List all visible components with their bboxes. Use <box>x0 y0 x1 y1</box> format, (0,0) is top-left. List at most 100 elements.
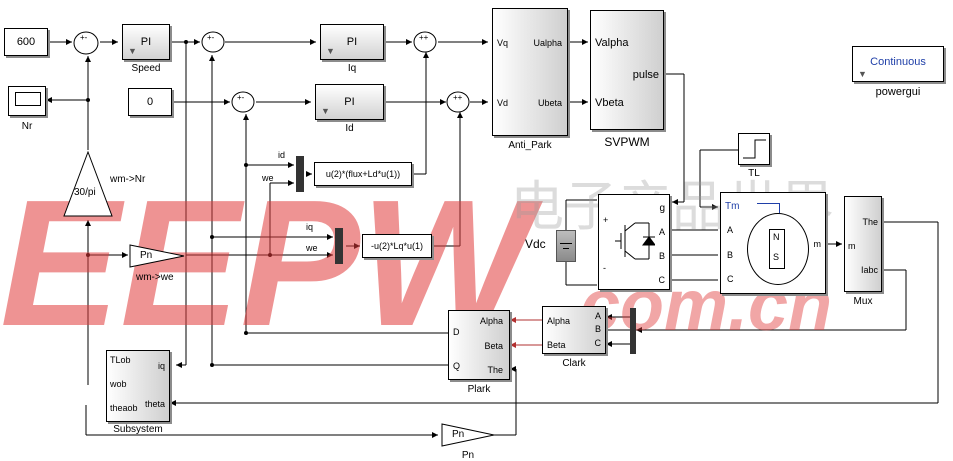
constant-0-block[interactable]: 0 <box>128 88 172 116</box>
iq-caption: Iq <box>347 63 357 74</box>
inverter-b-port: B <box>658 251 665 261</box>
vdc-caption: Vdc <box>525 237 546 251</box>
vdc-source-block[interactable] <box>556 230 576 262</box>
powergui-mode: Continuous <box>870 56 926 68</box>
clark-block[interactable]: A B C Alpha Beta <box>542 306 606 354</box>
subsystem-theaob-port: theaob <box>110 403 138 413</box>
clark-c-port: C <box>594 338 602 348</box>
constant-600-block[interactable]: 600 <box>4 28 48 56</box>
igbt-diode-icon <box>615 222 655 260</box>
anti-park-caption: Anti_Park <box>508 140 552 151</box>
park-d-port: D <box>453 327 460 337</box>
gain-pn-block[interactable] <box>128 243 186 269</box>
inverter-c-port: C <box>658 275 666 285</box>
anti-park-vq-port: Vq <box>497 38 509 48</box>
svpwm-vbeta-port: Vbeta <box>595 97 624 109</box>
inverter-bridge-block[interactable]: g A B C + - <box>598 194 670 290</box>
inverter-g-port: g <box>659 203 665 214</box>
inverter-a-port: A <box>658 227 665 237</box>
pi-iq-block[interactable]: PI ▼ <box>320 24 384 60</box>
signal-id-label: id <box>278 150 286 160</box>
clark-alpha-port: Alpha <box>547 316 571 326</box>
park-q-port: Q <box>453 361 461 371</box>
motor-m-port: m <box>813 239 822 249</box>
nr-scope-block[interactable] <box>8 86 46 116</box>
pi-iq-label: PI <box>346 36 358 48</box>
svpwm-valpha-port: Valpha <box>595 37 629 49</box>
anti-park-block[interactable]: Vq Vd Ualpha Ubeta <box>492 8 568 136</box>
id-error-sum[interactable] <box>230 90 256 114</box>
nr-caption: Nr <box>21 121 33 132</box>
subsystem-iq-port: iq <box>157 361 165 371</box>
mux-m-port: m <box>848 241 856 251</box>
gain-pn-bottom-block[interactable] <box>440 422 496 448</box>
park-the-port: The <box>487 365 503 375</box>
park-block[interactable]: Alpha Beta The D Q <box>448 310 510 380</box>
scope-screen-icon <box>15 92 41 106</box>
gain-pn-bottom-value: Pn <box>452 429 465 440</box>
fcn-flux-block[interactable]: u(2)*(flux+Ld*u(1)) <box>314 162 412 186</box>
speed-error-sum[interactable] <box>72 30 100 56</box>
inverter-plus-port: + <box>603 215 609 225</box>
gain-pn-value: Pn <box>140 250 153 261</box>
pi-id-block[interactable]: PI ▼ <box>315 84 384 120</box>
gain-30-pi-value: 30/pi <box>74 187 96 198</box>
signal-we-label-2: we <box>306 243 318 253</box>
constant-0-value: 0 <box>146 96 154 108</box>
plark-caption: Plark <box>467 384 491 395</box>
clark-caption: Clark <box>562 358 586 369</box>
measurement-mux-block[interactable]: m The Iabc <box>844 196 882 292</box>
park-alpha-port: Alpha <box>479 316 503 326</box>
inverter-minus-port: - <box>603 263 606 273</box>
fcn-lq-block[interactable]: -u(2)*Lq*u(1) <box>362 234 432 258</box>
powergui-block[interactable]: Continuous ▼ <box>852 46 944 82</box>
tm-underline-tick <box>779 203 780 213</box>
tl-caption: TL <box>748 168 760 179</box>
observer-subsystem-block[interactable]: TLob wob theaob iq theta <box>106 350 170 422</box>
mask-arrow-icon: ▼ <box>326 46 335 56</box>
mux-id-we-bar[interactable] <box>296 156 304 192</box>
pi-speed-label: PI <box>140 36 152 48</box>
tl-step-block[interactable] <box>738 133 770 165</box>
speed-caption: Speed <box>131 63 161 74</box>
vd-decoupling-sum[interactable] <box>446 90 470 114</box>
battery-minus-plate <box>563 248 569 249</box>
clark-b-port: B <box>594 324 601 334</box>
svpwm-pulse-port: pulse <box>632 69 659 81</box>
mask-arrow-icon: ▼ <box>321 106 330 116</box>
svpwm-block[interactable]: Valpha Vbeta pulse <box>590 10 664 130</box>
motor-stator-icon <box>747 213 809 285</box>
mux-iabc-port: Iabc <box>860 265 878 275</box>
motor-c-port: C <box>727 274 734 284</box>
svpwm-caption: SVPWM <box>604 135 650 149</box>
pn-caption: Pn <box>461 450 475 461</box>
mux-the-port: The <box>862 217 878 227</box>
vd-sum-signs: ++ <box>453 93 463 102</box>
clark-a-port: A <box>594 311 601 321</box>
mux-iq-we-bar[interactable] <box>335 228 343 264</box>
pi-id-label: PI <box>344 96 355 108</box>
iq-error-sum[interactable] <box>200 30 226 54</box>
signal-we-label-1: we <box>262 173 274 183</box>
powergui-caption: powergui <box>875 86 921 98</box>
pmsm-motor-block[interactable]: Tm A B C m N S <box>720 192 826 294</box>
rotor-south-label: S <box>773 252 780 262</box>
gain-30-pi-block[interactable] <box>62 150 114 220</box>
speed-sum-signs: +- <box>80 33 88 42</box>
battery-plus-plate <box>560 243 572 244</box>
id-caption: Id <box>345 123 354 134</box>
tm-underline <box>757 203 779 204</box>
pi-speed-block[interactable]: PI ▼ <box>122 24 170 60</box>
mux-caption: Mux <box>853 296 873 307</box>
mask-arrow-icon: ▼ <box>858 69 867 79</box>
signal-iq-label: iq <box>306 222 314 232</box>
subsystem-caption: Subsystem <box>113 424 163 435</box>
demux-iabc-bar[interactable] <box>630 308 636 354</box>
park-beta-port: Beta <box>484 341 503 351</box>
constant-600-value: 600 <box>16 36 36 48</box>
vq-decoupling-sum[interactable] <box>412 30 438 54</box>
motor-rotor-icon: N S <box>769 229 785 269</box>
fcn-flux-expression: u(2)*(flux+Ld*u(1)) <box>325 169 401 179</box>
subsystem-tlob-port: TLob <box>110 355 131 365</box>
id-sum-signs: +- <box>237 93 245 102</box>
